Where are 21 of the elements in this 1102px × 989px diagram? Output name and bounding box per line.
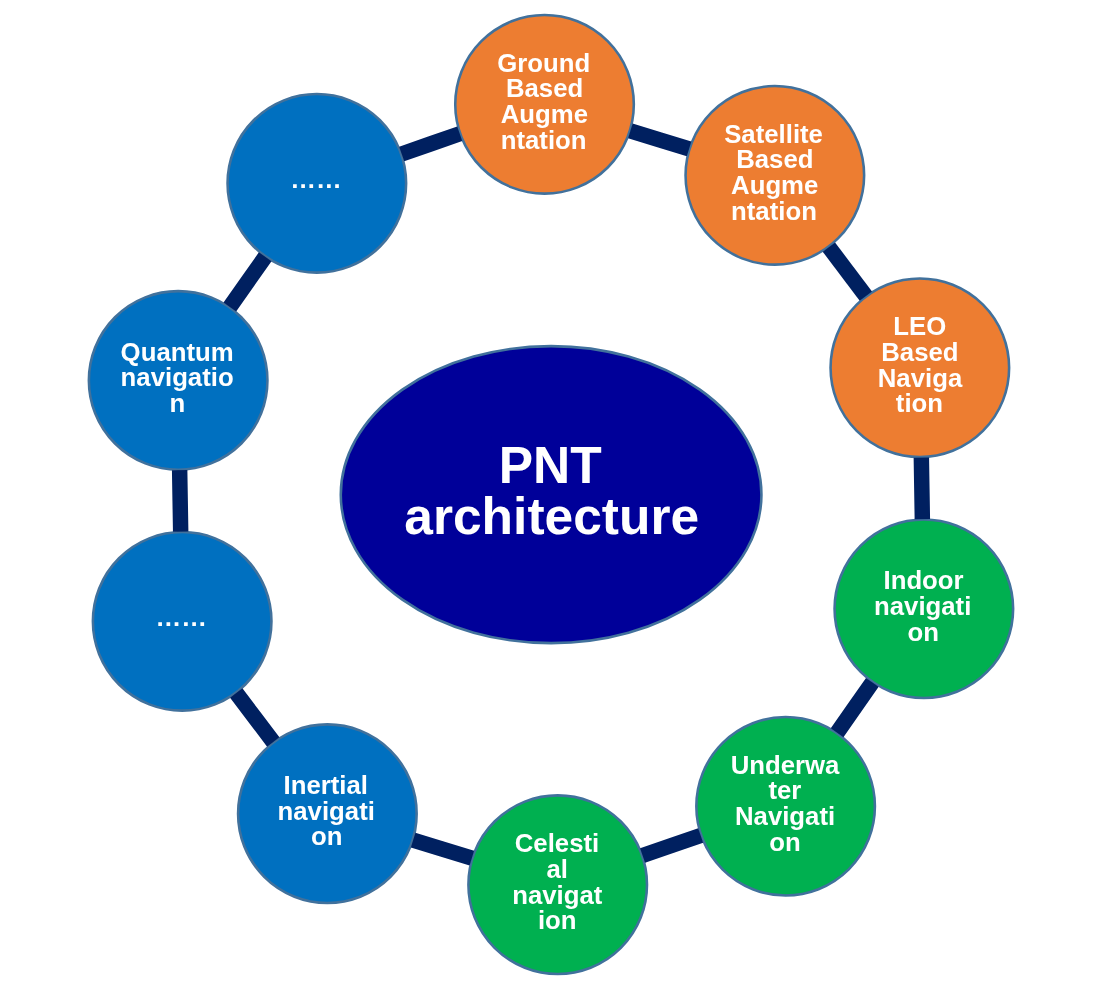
node-circle: ……: [91, 530, 273, 712]
connector: [223, 252, 272, 312]
connector: [822, 242, 872, 301]
node-circle: Quantum navigatio n: [87, 289, 269, 471]
node-circle: Celesti al navigat ion: [467, 794, 649, 976]
connector: [171, 470, 189, 532]
node-circle: ……: [226, 92, 408, 274]
node-ellipse: PNT architecture: [339, 344, 763, 645]
connector: [830, 677, 879, 738]
node-circle: Indoor navigati on: [833, 518, 1015, 700]
node-circle: Ground Based Augme ntation: [453, 13, 636, 195]
node-circle: LEO Based Naviga tion: [829, 277, 1011, 459]
connector: [399, 126, 463, 162]
node-circle: Underwa ter Navigati on: [695, 715, 877, 897]
connector: [913, 457, 931, 520]
node-circle: Satellite Based Augme ntation: [684, 84, 866, 266]
connector: [230, 688, 280, 747]
connector: [628, 123, 692, 157]
node-circle: Inertial navigati on: [236, 723, 418, 905]
connector: [640, 828, 704, 863]
connector: [410, 832, 475, 866]
